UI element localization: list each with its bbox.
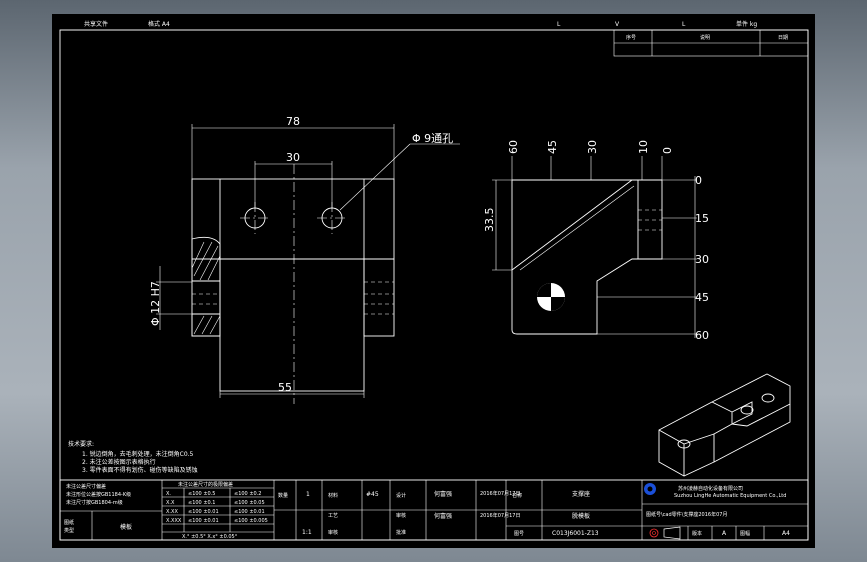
svg-text:序号: 序号 (626, 34, 636, 41)
tol-left-0: 未注公差尺寸偏差 (66, 483, 106, 490)
title-designer: 何富强 (434, 490, 452, 498)
technical-notes: 技术要求: 1. 锐边倒角，去毛刺处理，未注倒角C0.5 2. 未注公差按图示表… (68, 440, 198, 474)
svg-text:日期: 日期 (778, 35, 788, 41)
svg-text:X.XXX: X.XXX (166, 518, 182, 524)
top-strip-right: 单件 kg (736, 20, 757, 28)
svg-text:≤100 ±0.01: ≤100 ±0.01 (188, 518, 219, 524)
dim-hole-spacing: 30 (286, 151, 300, 164)
side-profile (511, 179, 663, 335)
svg-text:说明: 说明 (700, 34, 710, 41)
side-right-dim-4: 60 (695, 329, 709, 342)
revision-table: 序号 说明 日期 (613, 29, 809, 57)
svg-text:≤100 ±0.01: ≤100 ±0.01 (234, 509, 265, 515)
title-size: A4 (782, 530, 790, 537)
side-top-dim-3: 10 (637, 140, 650, 154)
svg-text:≤100 ±0.5: ≤100 ±0.5 (188, 491, 215, 497)
title-qty: 1 (306, 491, 310, 498)
side-top-dim-4: 0 (661, 147, 674, 154)
dim-bottom-width: 55 (278, 381, 292, 394)
side-right-dim-1: 15 (695, 212, 709, 225)
title-design-date: 2016年07月17日 (480, 490, 520, 497)
side-right-dim-0: 0 (695, 174, 702, 187)
side-right-dim-2: 30 (695, 253, 709, 266)
title-part-name2: 脱模板 (572, 512, 590, 520)
svg-text:X.° ±0.5° X.x° ±0.05°: X.° ±0.5° X.x° ±0.05° (182, 534, 238, 540)
side-right-dim-3: 45 (695, 291, 709, 304)
side-view[interactable]: 60 45 30 10 0 0 15 30 45 60 33.5 (483, 140, 709, 342)
svg-text:工艺: 工艺 (328, 513, 338, 519)
top-strip-left-b: 格式 A4 (148, 20, 170, 28)
svg-text:材料: 材料 (328, 492, 338, 499)
svg-text:X.: X. (166, 491, 171, 497)
svg-text:1. 锐边倒角，去毛刺处理，未注倒角C0.5: 1. 锐边倒角，去毛刺处理，未注倒角C0.5 (82, 450, 194, 458)
svg-text:图幅: 图幅 (740, 530, 750, 537)
svg-text:名称: 名称 (512, 492, 522, 499)
svg-text:≤100 ±0.01: ≤100 ±0.01 (188, 509, 219, 515)
company-name-en: Suzhou LingHe Automatic Equipment Co.,Lt… (674, 493, 786, 499)
front-right-lug (363, 258, 395, 337)
title-ratio: 1:1 (302, 529, 312, 536)
top-strip-mid-l2: L (682, 21, 686, 28)
svg-text:版本: 版本 (692, 530, 702, 537)
svg-text:≤100 ±0.005: ≤100 ±0.005 (234, 518, 268, 524)
svg-text:未注公差尺寸的极限偏差: 未注公差尺寸的极限偏差 (178, 481, 233, 488)
svg-text:≤100 ±0.1: ≤100 ±0.1 (188, 500, 215, 506)
svg-text:X.XX: X.XX (166, 509, 178, 515)
hole-callout: Φ 9通孔 (412, 132, 453, 145)
projection-symbol-icon (649, 526, 681, 540)
front-lower-body (219, 258, 365, 392)
svg-text:数量: 数量 (278, 492, 288, 499)
svg-text:技术要求:: 技术要求: (68, 440, 94, 448)
bore-section-hatch (191, 236, 221, 337)
svg-text:审核: 审核 (328, 529, 338, 536)
side-height-dim: 33.5 (483, 208, 496, 233)
top-strip-mid-v: V (615, 21, 620, 28)
company-logo-icon (644, 483, 656, 495)
file-path: 图纸号\cad零件\支撑座2016年07月 (646, 511, 727, 518)
top-strip-left-a: 共享文件 (84, 20, 108, 28)
svg-text:≤100 ±0.05: ≤100 ±0.05 (234, 500, 265, 506)
svg-text:X.X: X.X (166, 500, 175, 506)
dim-bore: Φ 12 H7 (149, 281, 162, 326)
drawing-canvas[interactable]: 共享文件 格式 A4 L V L 单件 kg 序号 说明 日期 (52, 14, 815, 548)
inner-border (59, 29, 809, 541)
front-left-lug (191, 258, 221, 337)
title-material: #45 (366, 491, 379, 498)
svg-text:类型: 类型 (64, 527, 74, 534)
title-version: A (722, 530, 727, 537)
tol-left-2: 未注尺寸按GB1804-m级 (66, 499, 123, 506)
svg-text:模板: 模板 (120, 523, 132, 531)
drawing-number: C013J6001-Z13 (552, 530, 599, 537)
svg-text:2016年07月17日: 2016年07月17日 (480, 512, 520, 519)
svg-text:何富强: 何富强 (434, 512, 452, 520)
title-block[interactable]: 未注公差尺寸偏差 未注形位公差按GB1184-K级 未注尺寸按GB1804-m级… (59, 479, 809, 541)
svg-text:2. 未注公差按图示表格执行: 2. 未注公差按图示表格执行 (82, 458, 156, 466)
title-part-name: 支撑座 (572, 490, 590, 498)
isometric-view[interactable] (658, 373, 791, 477)
front-view[interactable]: 78 30 Φ 9通孔 Φ 12 H7 55 (149, 115, 460, 404)
dim-overall-width: 78 (286, 115, 300, 128)
svg-text:≤100 ±0.2: ≤100 ±0.2 (234, 491, 261, 497)
side-top-dim-1: 45 (546, 140, 559, 154)
side-top-dim-2: 30 (586, 140, 599, 154)
top-strip-mid-l: L (557, 21, 561, 28)
svg-text:图号: 图号 (514, 531, 524, 537)
svg-text:审核: 审核 (396, 512, 406, 519)
company-name: 苏州凌赫自动化设备有限公司 (678, 485, 743, 492)
svg-text:图纸: 图纸 (64, 519, 74, 526)
side-top-dim-0: 60 (507, 140, 520, 154)
svg-text:设计: 设计 (396, 492, 406, 499)
drawing-sheet[interactable]: 共享文件 格式 A4 L V L 单件 kg 序号 说明 日期 (52, 14, 815, 548)
tol-left-1: 未注形位公差按GB1184-K级 (66, 491, 131, 498)
centroid-marker-icon (537, 283, 565, 311)
svg-text:批准: 批准 (396, 529, 406, 536)
svg-text:3. 零件表面不得有划伤、碰伤等缺陷及锈蚀: 3. 零件表面不得有划伤、碰伤等缺陷及锈蚀 (82, 466, 198, 474)
